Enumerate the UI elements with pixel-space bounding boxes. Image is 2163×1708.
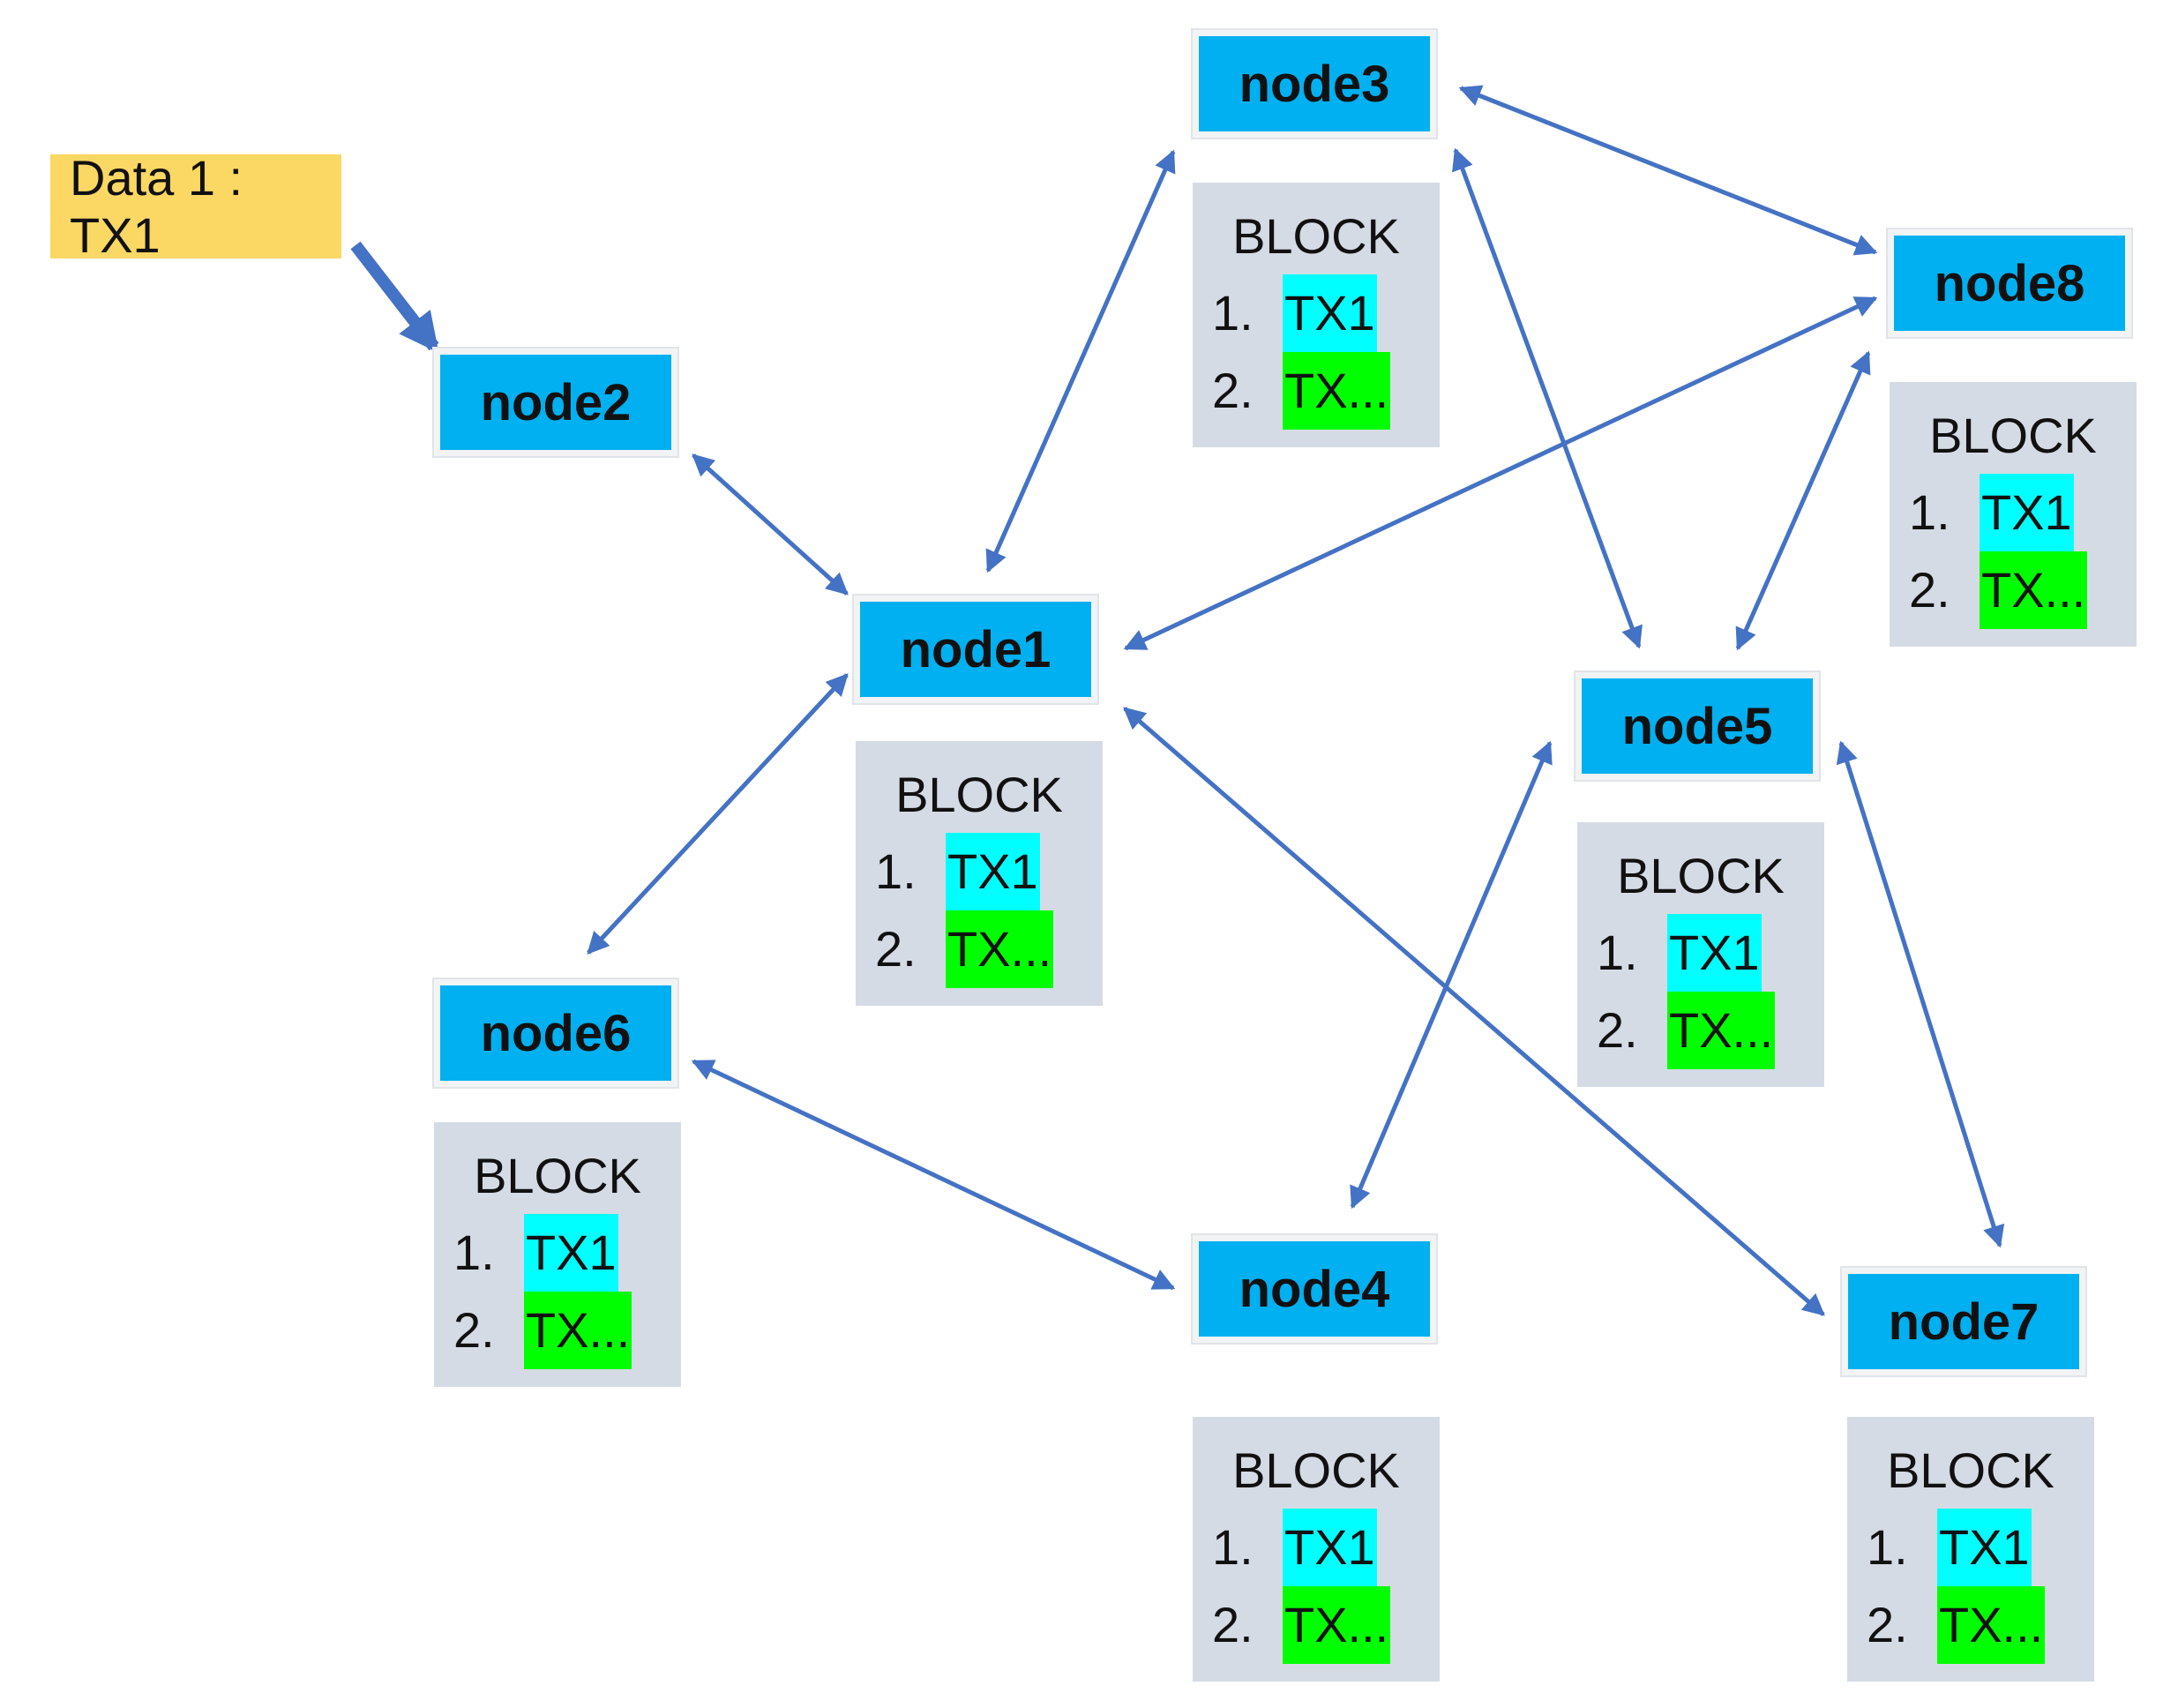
node2-box[interactable]: node2 (432, 347, 679, 458)
edge-node2-node1 (692, 453, 849, 596)
tx-number: 2. (1597, 1002, 1638, 1058)
block-title: BLOCK (895, 767, 1063, 822)
tx-number: 2. (1212, 1597, 1254, 1652)
node7-label: node7 (1888, 1292, 2040, 1351)
tx1-tag: TX1 (1283, 1509, 1377, 1586)
node1-label: node1 (900, 620, 1052, 678)
tx-number: 1. (1867, 1519, 1908, 1575)
tx-number: 1. (1597, 925, 1638, 980)
block-title: BLOCK (1617, 848, 1785, 903)
tx-number: 2. (1909, 562, 1950, 618)
data-label-text: Data 1 : TX1 (70, 150, 243, 263)
node6-label: node6 (480, 1004, 632, 1062)
node4-label: node4 (1239, 1260, 1390, 1318)
tx1-tag: TX1 (1980, 474, 2074, 551)
tx-number: 1. (1212, 1519, 1254, 1575)
node6-block: BLOCK 1. TX1 2. TX... (434, 1122, 681, 1387)
edge-node3-node5 (1452, 147, 1643, 649)
tx-number: 2. (875, 921, 917, 977)
tx-number: 1. (1212, 285, 1254, 341)
node6-box[interactable]: node6 (432, 978, 679, 1089)
node5-block: BLOCK 1. TX1 2. TX... (1577, 822, 1824, 1087)
edge-node5-node7 (1836, 740, 2005, 1248)
tx-next-tag: TX... (524, 1292, 632, 1369)
edge-node5-node4 (1350, 740, 1553, 1210)
edge-node1-node3 (985, 149, 1176, 573)
tx-number: 1. (1909, 484, 1950, 540)
tx-next-tag: TX... (1980, 551, 2088, 629)
node7-block: BLOCK 1. TX1 2. TX... (1847, 1417, 2094, 1682)
tx-next-tag: TX... (1283, 352, 1391, 430)
node8-block: BLOCK 1. TX1 2. TX... (1890, 382, 2137, 647)
node5-label: node5 (1621, 697, 1773, 755)
edge-node8-node5 (1735, 350, 1871, 651)
node7-box[interactable]: node7 (1840, 1266, 2087, 1377)
tx-next-tag: TX... (1667, 992, 1776, 1069)
node1-box[interactable]: node1 (852, 594, 1099, 705)
tx-next-tag: TX... (946, 910, 1054, 988)
tx1-tag: TX1 (946, 833, 1040, 910)
edge-data-node2 (350, 241, 439, 354)
data-input-label: Data 1 : TX1 (50, 150, 341, 263)
tx-number: 2. (1212, 363, 1254, 418)
tx-number: 2. (1867, 1597, 1908, 1652)
node5-box[interactable]: node5 (1574, 670, 1821, 782)
tx-next-tag: TX... (1283, 1586, 1391, 1664)
tx-number: 2. (453, 1302, 495, 1358)
tx-number: 1. (453, 1225, 495, 1280)
tx1-tag: TX1 (1937, 1509, 2032, 1586)
tx1-tag: TX1 (524, 1214, 618, 1292)
block-title: BLOCK (1887, 1442, 2054, 1498)
block-title: BLOCK (474, 1148, 641, 1203)
node4-block: BLOCK 1. TX1 2. TX... (1193, 1417, 1440, 1682)
node4-box[interactable]: node4 (1191, 1233, 1438, 1345)
tx-number: 1. (875, 843, 917, 899)
block-title: BLOCK (1232, 1442, 1400, 1498)
node1-block: BLOCK 1. TX1 2. TX... (856, 741, 1103, 1006)
node8-label: node8 (1934, 254, 2085, 312)
node8-box[interactable]: node8 (1886, 228, 2133, 339)
tx1-tag: TX1 (1667, 914, 1762, 992)
node3-box[interactable]: node3 (1191, 28, 1438, 139)
edge-node6-node4 (691, 1059, 1176, 1291)
node2-label: node2 (480, 373, 632, 431)
tx-next-tag: TX... (1937, 1586, 2046, 1664)
tx1-tag: TX1 (1283, 274, 1377, 352)
node3-label: node3 (1239, 55, 1390, 113)
node3-block: BLOCK 1. TX1 2. TX... (1193, 183, 1440, 447)
edge-node3-node8 (1458, 85, 1878, 256)
edge-node1-node6 (587, 673, 849, 955)
block-title: BLOCK (1232, 208, 1400, 264)
block-title: BLOCK (1929, 408, 2097, 463)
